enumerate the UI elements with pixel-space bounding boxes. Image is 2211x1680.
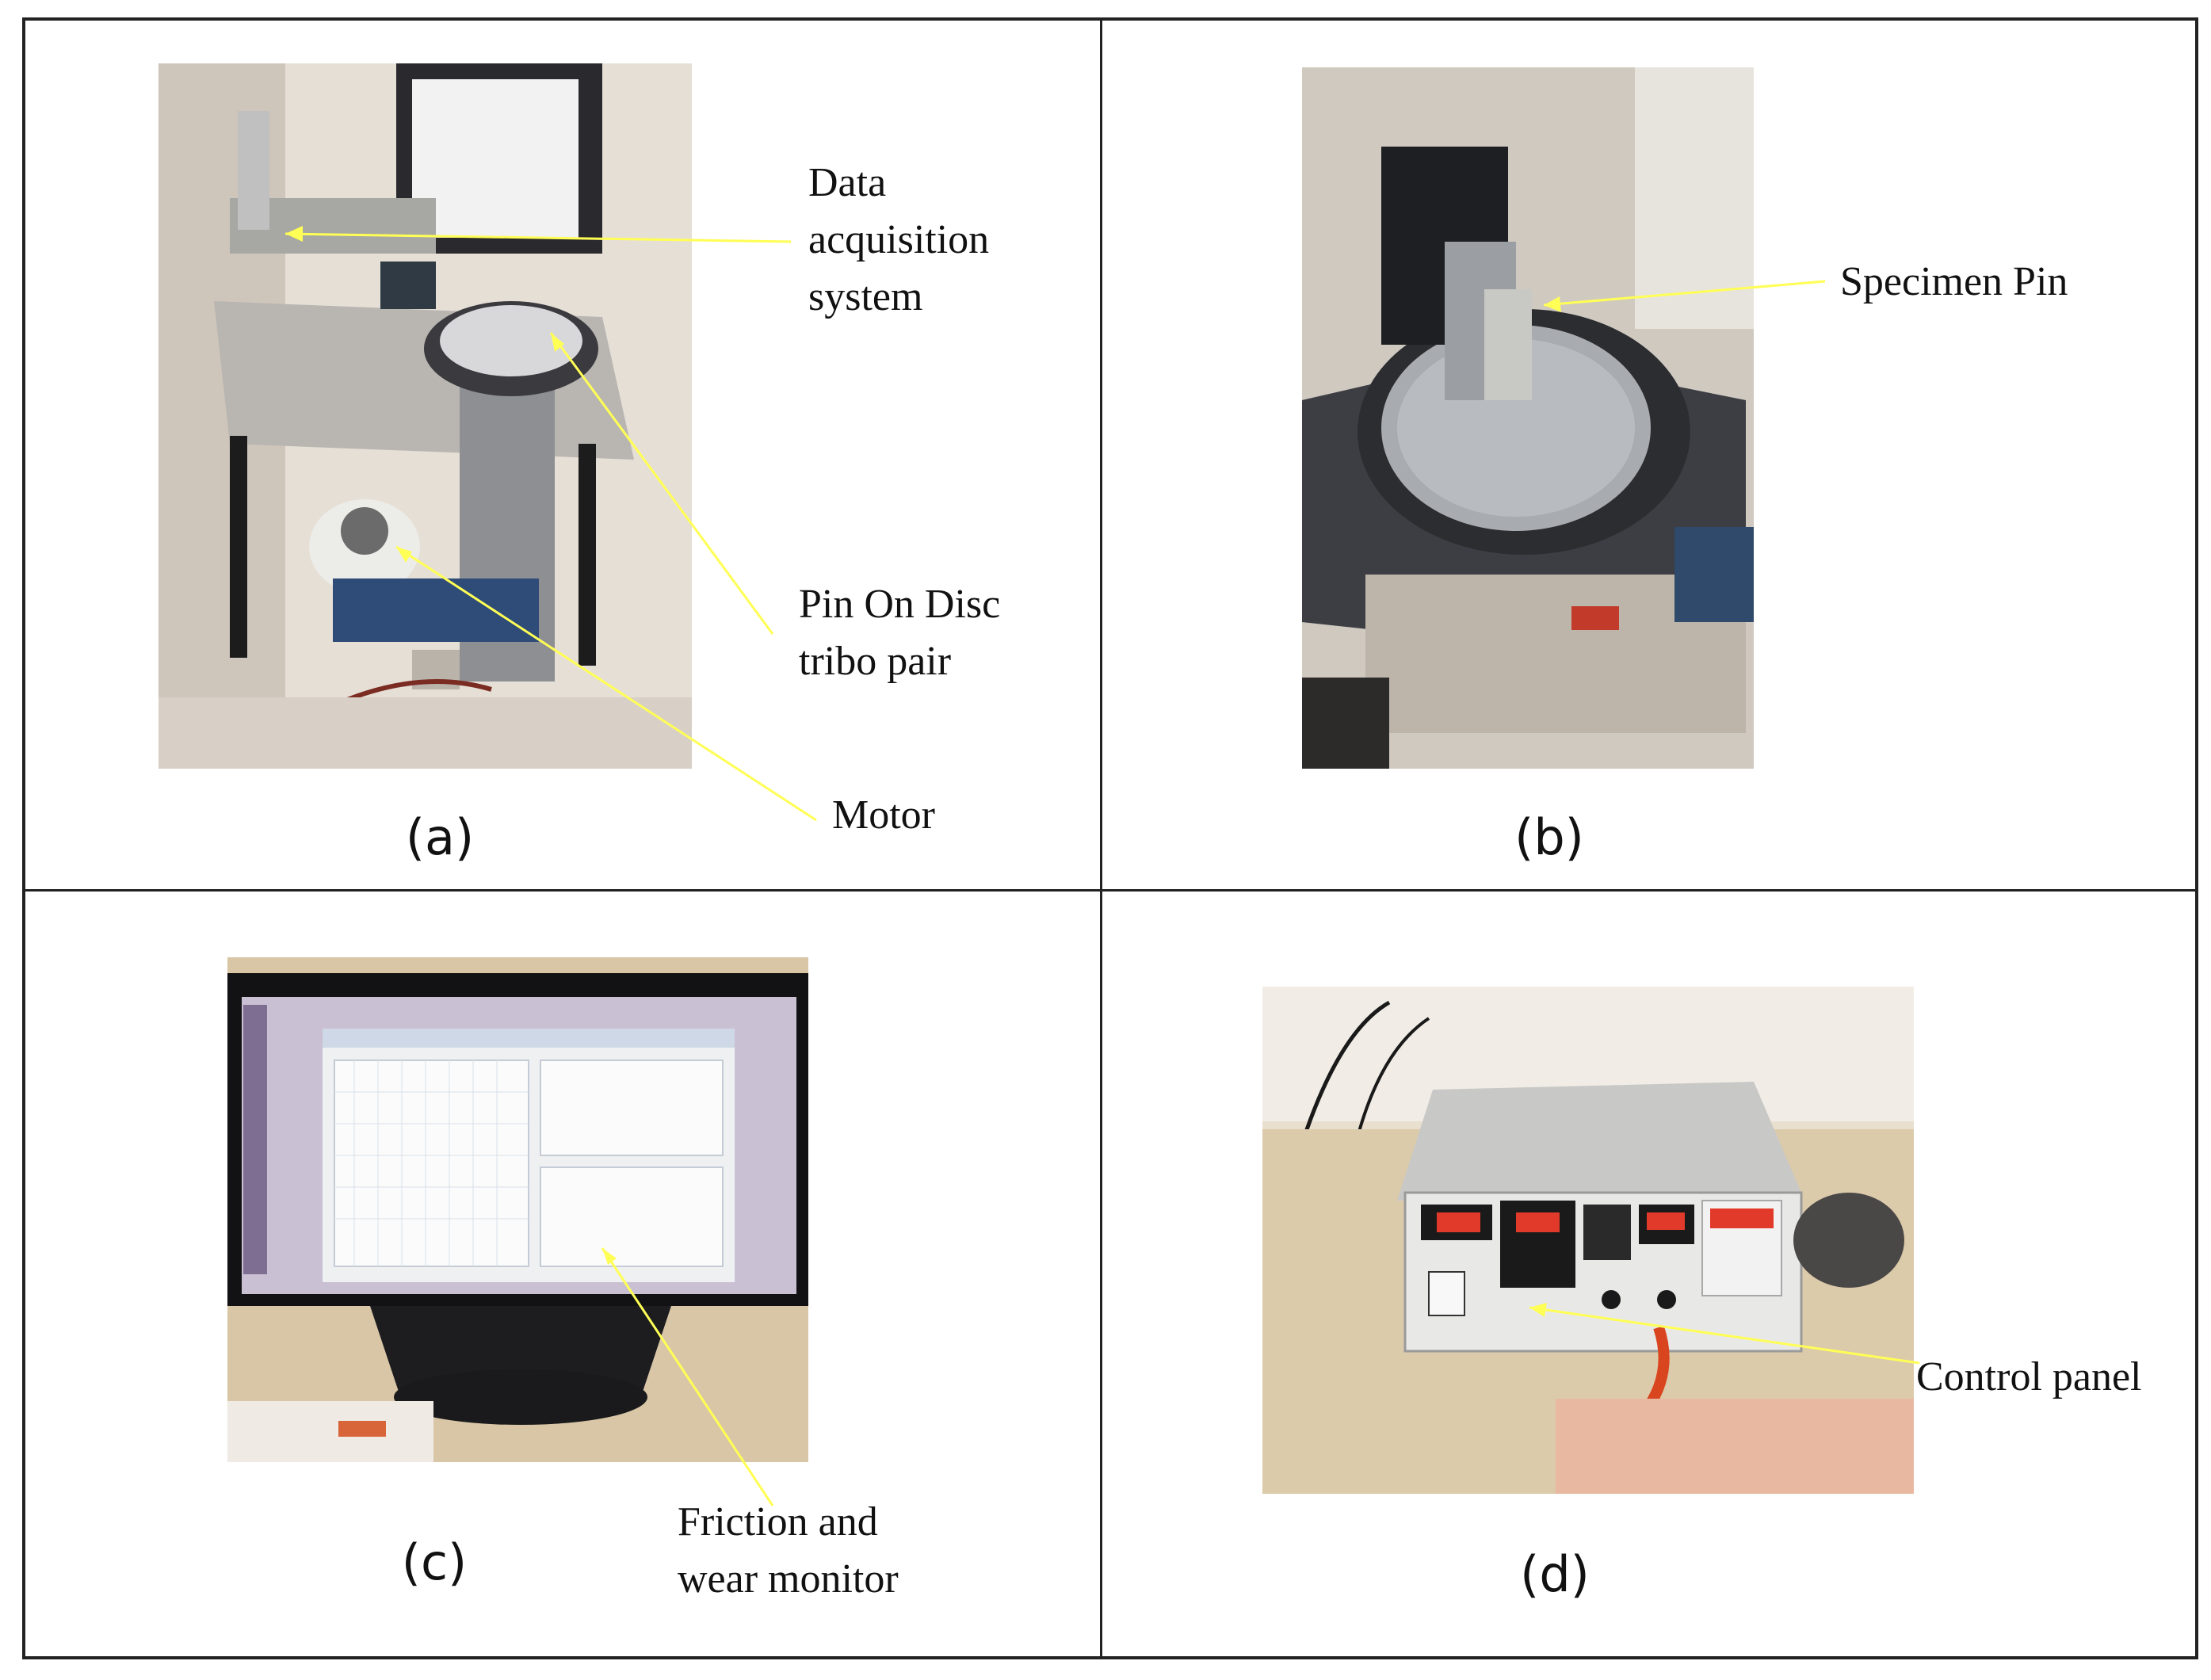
caption-b: (b) [1514,808,1584,866]
table-border-top [22,17,2198,21]
table-divider-horizontal [22,889,2198,892]
label-control-panel: Control panel [1916,1354,2142,1399]
label-friction-and-wear-monitor: Friction and wear monitor [678,1499,899,1602]
label-pin-on-disc-tribo-pair: Pin On Disc tribo pair [799,582,1001,684]
photo-pin-on-disc-machine [158,63,692,769]
photo-specimen-pin [1302,67,1754,769]
label-data-acquisition-system: Data acquisition system [808,160,990,319]
label-specimen-pin: Specimen Pin [1840,259,2068,304]
caption-c: (c) [401,1533,468,1591]
label-motor: Motor [832,792,935,838]
photo-friction-wear-monitor [227,957,808,1462]
caption-a: (a) [405,808,475,866]
table-border-right [2195,17,2198,1659]
photo-control-panel [1262,987,1914,1494]
table-border-bottom [22,1656,2198,1659]
table-border-left [22,17,25,1659]
table-divider-vertical [1100,17,1102,1659]
caption-d: (d) [1520,1545,1590,1603]
